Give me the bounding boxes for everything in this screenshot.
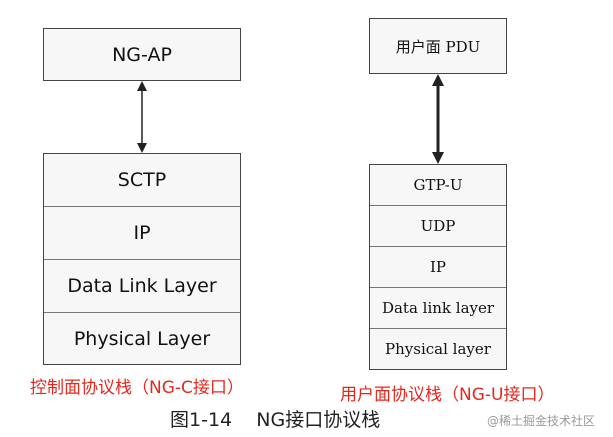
ng-ap-box: NG-AP bbox=[43, 28, 241, 81]
layer-sctp-label: SCTP bbox=[117, 169, 167, 191]
layer-data-link-user: Data link layer bbox=[370, 288, 506, 329]
layer-udp-label: UDP bbox=[420, 217, 456, 235]
layer-ip-user-label: IP bbox=[429, 258, 447, 276]
control-plane-arrow bbox=[137, 81, 147, 153]
user-pdu-label: 用户面 PDU bbox=[395, 37, 481, 56]
layer-ip-user: IP bbox=[370, 247, 506, 288]
layer-data-link-label: Data Link Layer bbox=[67, 275, 217, 297]
control-plane-caption: 控制面协议栈（NG-C接口） bbox=[30, 378, 244, 398]
layer-physical-user: Physical layer bbox=[370, 329, 506, 368]
ng-ap-label: NG-AP bbox=[112, 43, 172, 66]
layer-physical-user-label: Physical layer bbox=[385, 339, 491, 358]
figure-title: 图1-14 NG接口协议栈 bbox=[170, 409, 381, 431]
user-pdu-box: 用户面 PDU bbox=[369, 18, 507, 74]
control-plane-stack: SCTP IP Data Link Layer Physical Layer bbox=[43, 153, 241, 365]
user-plane-arrow bbox=[432, 74, 444, 164]
layer-gtp-u: GTP-U bbox=[370, 165, 506, 206]
layer-data-link-user-label: Data link layer bbox=[381, 299, 495, 317]
layer-physical-label: Physical Layer bbox=[73, 327, 211, 350]
watermark: @稀土掘金技术社区 bbox=[487, 414, 596, 428]
layer-udp: UDP bbox=[370, 206, 506, 247]
layer-sctp: SCTP bbox=[44, 154, 240, 207]
user-plane-stack: GTP-U UDP IP Data link layer Physical la… bbox=[369, 164, 507, 370]
layer-data-link: Data Link Layer bbox=[44, 260, 240, 313]
layer-gtp-u-label: GTP-U bbox=[413, 176, 463, 194]
layer-ip-label: IP bbox=[133, 222, 151, 244]
user-plane-caption: 用户面协议栈（NG-U接口） bbox=[340, 385, 555, 405]
layer-ip: IP bbox=[44, 207, 240, 260]
layer-physical: Physical Layer bbox=[44, 313, 240, 364]
